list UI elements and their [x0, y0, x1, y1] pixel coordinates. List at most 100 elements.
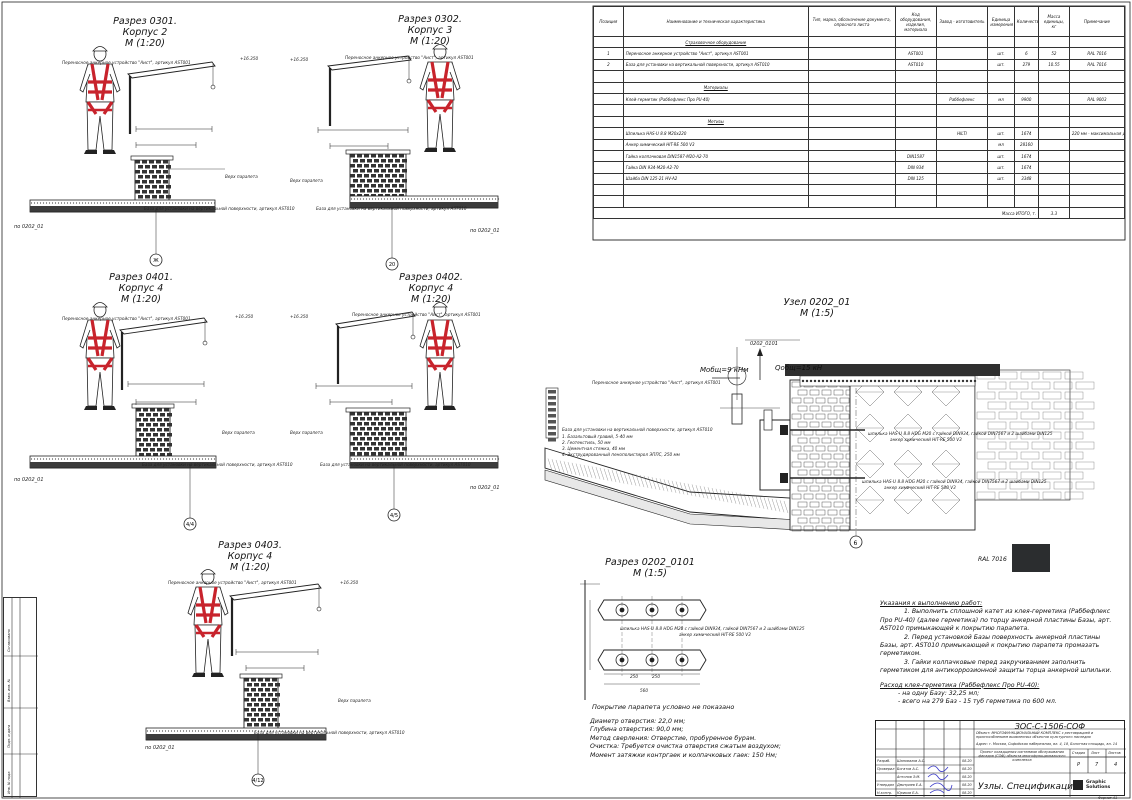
section-scale: М (1:20): [125, 38, 165, 49]
consumption-item: - всего на 279 Баз - 15 туб герметика по…: [898, 698, 1057, 706]
worker-figure: [187, 569, 229, 677]
consumption-item: - на одну Базу: 32,25 мл;: [898, 690, 980, 698]
spec-cell-name: База для установки на вертикальной повер…: [622, 58, 809, 72]
spec-cell-qty: 279: [1013, 58, 1040, 72]
role-label: Проверил: [877, 767, 895, 771]
role-label: Разраб.: [877, 759, 891, 763]
drill-note: Глубина отверстия: 90,0 мм;: [590, 726, 684, 734]
instruction-item: 2. Перед установкой Базы поверхность анк…: [880, 633, 1101, 658]
node-detail: [544, 339, 1095, 549]
ref-label: по 0202_01: [470, 228, 500, 234]
node-shear-label: Qобщ=15 кН: [775, 364, 823, 372]
spec-cell-pos: [593, 149, 624, 163]
drill-notes: Диаметр отверстия: 22,0 мм; Глубина отве…: [590, 718, 870, 760]
consumption-title: Расход клея-герметика (Раббефлекс Про PU…: [880, 681, 1040, 689]
section-scale: М (1:20): [410, 36, 450, 47]
layer-label: 2. Геотекстиль, 50 мм: [562, 440, 611, 445]
section-building: Корпус 4: [408, 283, 454, 294]
spec-cell-maker: [935, 161, 989, 174]
spec-cell-code: DIN 125: [894, 172, 937, 186]
date-value: 08.20: [962, 767, 972, 771]
spec-cell-qty: 1674: [1013, 161, 1040, 174]
elevation-label: +16.350: [290, 57, 309, 62]
section-0402-title: Разрез 0402. Корпус 4 М (1:20): [386, 272, 476, 305]
role-label: Н.контр.: [877, 791, 893, 795]
section-building: Корпус 4: [227, 551, 273, 562]
spec-row: [593, 70, 1126, 83]
node-title-text: Узел 0202_01: [783, 297, 851, 308]
spec-total-label: Масса ИТОГО, т.: [592, 206, 1040, 220]
device-label: Переносное анкерное устройство "Аист", а…: [592, 380, 721, 385]
spec-cell-maker: [935, 138, 989, 151]
address-text: Адрес: г. Москва, Софийская набережная, …: [976, 742, 1118, 746]
section-title: Разрез 0302.: [398, 14, 462, 25]
spec-section-title: Материалы: [622, 81, 809, 94]
axis-label: 4/12: [252, 778, 263, 784]
spec-cell-pos: [593, 92, 624, 106]
dim-label: 250: [652, 674, 660, 679]
worker-figure: [79, 302, 121, 410]
ral-label: RAL 7016: [978, 556, 1007, 563]
date-value: 08.20: [962, 783, 972, 787]
elevation-label: +16.350: [290, 314, 309, 319]
spec-cell-mark: [807, 172, 896, 186]
stud-label: шпилька HAS-U 8.8 HDG M20 с гайкой DIN93…: [862, 479, 1047, 484]
dim-label: 250: [630, 674, 638, 679]
section-0302-title: Разрез 0302. Корпус 3 М (1:20): [385, 14, 475, 47]
title-block: ЗОС-С-1506-СОФ Объект: МНОГОФУНКЦИОНАЛЬН…: [875, 720, 1126, 797]
spec-cell-maker: [935, 149, 989, 163]
roof-slab: [349, 455, 500, 469]
drawing-code: ЗОС-С-1506-СОФ: [1014, 722, 1086, 731]
axis-marker: [149, 253, 163, 267]
spec-cell-mass: [1038, 161, 1070, 174]
title-block-grid: [876, 721, 1126, 797]
node-scale: М (1:5): [800, 308, 834, 319]
section-building: Корпус 2: [122, 27, 168, 38]
side-stamp-label: Подп. и дата: [7, 724, 11, 748]
node-title: Узел 0202_01 М (1:5): [772, 297, 862, 319]
stud-label: шпилька HAS-U 8.8 HDG M20 с гайкой DIN93…: [868, 431, 1053, 436]
spec-row: Метизы: [593, 115, 1126, 129]
anchor-label: анкер химический HIT-RE 500 V3: [890, 437, 962, 442]
spec-cell-name: Клей-герметик (Раббефлекс Про PU-40): [622, 92, 809, 106]
ral-color-swatch: [1012, 544, 1050, 572]
spec-cell-mark: [807, 161, 896, 174]
section-title: Разрез 0301.: [113, 16, 177, 27]
spec-row: [593, 104, 1126, 117]
base-label: База для установки на вертикальной повер…: [254, 730, 405, 735]
layer-label: 3. Цементная стяжка, 40 мм: [562, 446, 625, 451]
ref-label: по 0202_01: [14, 224, 44, 230]
section-scale: М (1:20): [411, 294, 451, 305]
spec-cell-qty: 3348: [1013, 172, 1040, 186]
spec-cell-mass: [1038, 92, 1070, 106]
sheets-label: Листов: [1108, 751, 1121, 755]
side-stamp-strip: Инв. № подл. Подп. и дата Взам. инв. № С…: [3, 597, 38, 798]
sheet-name: Узлы. Спецификация: [978, 782, 1079, 792]
worker-figure: [419, 44, 461, 152]
spec-cell-code: DIN 934: [894, 161, 937, 174]
spec-cell-mark: [807, 47, 896, 60]
axis-marker: [387, 508, 401, 522]
crane-hook: [406, 78, 412, 84]
parapet-section: [239, 673, 283, 737]
instructions-title: Указания к выполнению работ:: [880, 600, 983, 607]
spec-row: Страховочное оборудование: [593, 35, 1126, 49]
company-logo-icon: [1073, 780, 1083, 790]
spec-cell-mark: [807, 127, 896, 140]
company-name: Graphic Solutions: [1086, 780, 1111, 790]
spec-cell-unit: мл: [987, 92, 1015, 106]
spec-cell-mass: 52: [1038, 47, 1070, 60]
parapet-top-label: Верх парапета: [338, 698, 371, 703]
anchor-label: анкер химический HIT-RE 500 V3: [884, 485, 956, 490]
axis-label: 6: [854, 540, 858, 547]
instruction-item: 1. Выполнить сплошной катет из клея-герм…: [880, 608, 1112, 633]
base-label: База для установки на вертикальной повер…: [142, 462, 293, 467]
spec-cell-name: Переносное анкерное устройство "Аист", а…: [622, 47, 809, 60]
device-label: Переносное анкерное устройство "Аист", а…: [62, 316, 191, 321]
axis-marker: [385, 257, 399, 271]
drill-note: Диаметр отверстия: 22,0 мм;: [590, 718, 686, 725]
